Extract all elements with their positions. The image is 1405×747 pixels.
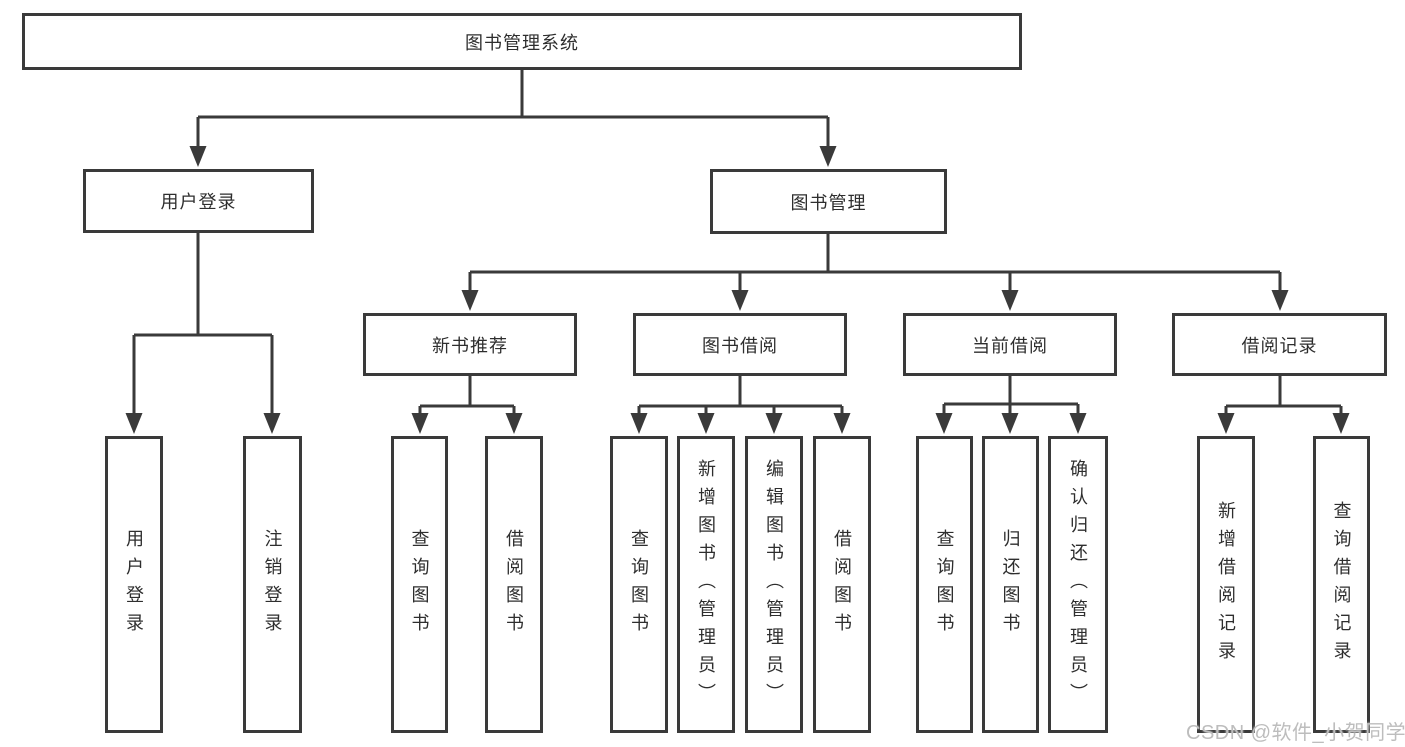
leaf-query-books-recommend: 查询图书 — [391, 436, 448, 733]
node-label: 当前借阅 — [972, 335, 1048, 356]
node-label: 确认归还（管理员） — [1068, 458, 1088, 711]
arrow-down-icon — [1217, 413, 1235, 434]
node-current-borrowing: 当前借阅 — [903, 313, 1117, 376]
arrow-down-icon — [833, 413, 851, 434]
node-label: 借阅图书 — [504, 528, 524, 641]
arrowheads — [125, 146, 1350, 434]
node-label: 新增图书（管理员） — [696, 458, 716, 711]
node-label: 新书推荐 — [432, 335, 508, 356]
node-label: 编辑图书（管理员） — [764, 458, 784, 711]
watermark: CSDN @软件_小贺同学 — [1186, 722, 1405, 744]
node-label: 图书借阅 — [702, 335, 778, 356]
node-label: 查询图书 — [629, 528, 649, 641]
arrow-down-icon — [461, 290, 479, 311]
connector-user-login — [132, 233, 274, 420]
leaf-logout: 注销登录 — [243, 436, 302, 733]
leaf-return-books: 归还图书 — [982, 436, 1039, 733]
arrow-down-icon — [1001, 413, 1019, 434]
arrow-down-icon — [125, 413, 143, 434]
node-borrow-records: 借阅记录 — [1172, 313, 1387, 376]
arrow-down-icon — [189, 146, 207, 167]
node-label: 查询图书 — [409, 528, 430, 641]
arrow-down-icon — [1069, 413, 1087, 434]
node-label: 归还图书 — [1000, 528, 1021, 641]
node-label: 图书管理系统 — [465, 32, 579, 53]
leaf-borrow-books-borrowing: 借阅图书 — [813, 436, 871, 733]
node-label: 新增借阅记录 — [1216, 500, 1236, 669]
node-label: 注销登录 — [262, 528, 283, 641]
leaf-user-login: 用户登录 — [105, 436, 163, 733]
arrow-down-icon — [935, 413, 953, 434]
node-label: 用户登录 — [124, 528, 144, 641]
node-new-book-recommend: 新书推荐 — [363, 313, 577, 376]
connector-current-borrowing — [942, 375, 1080, 420]
arrow-down-icon — [819, 146, 837, 167]
node-user-login: 用户登录 — [83, 169, 314, 233]
leaf-query-borrow-record: 查询借阅记录 — [1313, 436, 1370, 733]
node-library-management-system: 图书管理系统 — [22, 13, 1022, 70]
connector-root — [196, 68, 830, 152]
arrow-down-icon — [263, 413, 281, 434]
arrow-down-icon — [697, 413, 715, 434]
arrow-down-icon — [505, 413, 523, 434]
leaf-confirm-return-admin: 确认归还（管理员） — [1048, 436, 1108, 733]
leaf-add-borrow-record: 新增借阅记录 — [1197, 436, 1255, 733]
connector-borrow-records — [1224, 376, 1343, 420]
node-label: 用户登录 — [160, 192, 237, 212]
node-label: 图书管理 — [790, 192, 867, 213]
arrow-down-icon — [630, 413, 648, 434]
arrow-down-icon — [765, 413, 783, 434]
arrow-down-icon — [411, 413, 429, 434]
leaf-query-books-borrowing: 查询图书 — [610, 436, 668, 733]
node-book-management: 图书管理 — [710, 169, 947, 234]
leaf-edit-books-admin: 编辑图书（管理员） — [745, 436, 803, 733]
leaf-add-books-admin: 新增图书（管理员） — [677, 436, 735, 733]
node-label: 借阅图书 — [832, 528, 852, 641]
arrow-down-icon — [1332, 413, 1350, 434]
node-label: 查询图书 — [934, 528, 955, 641]
connector-new-book-recommend — [418, 376, 516, 420]
connector-book-borrowing — [637, 376, 844, 420]
node-label: 查询借阅记录 — [1331, 500, 1352, 669]
node-label: 借阅记录 — [1241, 335, 1318, 356]
arrow-down-icon — [731, 290, 749, 311]
leaf-borrow-books-recommend: 借阅图书 — [485, 436, 543, 733]
arrow-down-icon — [1001, 290, 1019, 311]
connector-book-management — [468, 234, 1282, 297]
leaf-query-books-current: 查询图书 — [916, 436, 973, 733]
arrow-down-icon — [1271, 290, 1289, 311]
node-book-borrowing: 图书借阅 — [633, 313, 847, 376]
